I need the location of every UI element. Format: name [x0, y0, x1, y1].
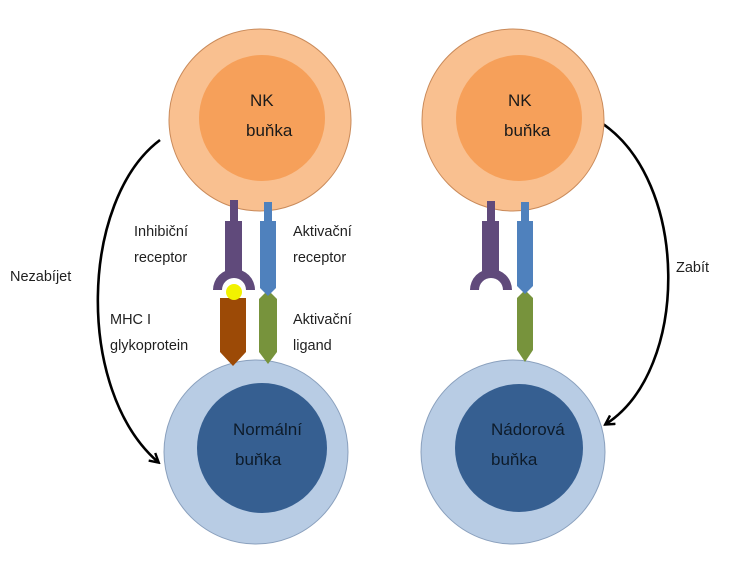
inhib-cup-left — [213, 269, 255, 290]
inhibitory-receptor-label-1: Inhibiční — [134, 224, 188, 240]
inhib-neck-left — [225, 269, 242, 275]
nk-cell-right-nucleus — [456, 55, 582, 181]
bound-ligand-dot — [226, 284, 242, 300]
mhc-shape — [220, 298, 246, 366]
ligand-label-1: Aktivační — [293, 312, 352, 328]
inhib-stalk-left — [230, 200, 238, 222]
inhibitory-receptor-right — [470, 201, 512, 290]
nk-cell-right-label-2: buňka — [504, 121, 551, 140]
activating-ligand-left — [259, 290, 277, 364]
ligand-label-2: ligand — [293, 338, 332, 354]
act-body-left — [260, 221, 276, 296]
no-kill-arrow — [96, 138, 161, 462]
activating-receptor-label-2: receptor — [293, 250, 346, 266]
normal-cell-label-2: buňka — [235, 450, 282, 469]
nk-cell-left-label-1: NK — [250, 91, 274, 110]
inhib-body-left — [225, 221, 242, 271]
inhibitory-receptor-left — [213, 200, 255, 290]
inhibitory-receptor-label-2: receptor — [134, 250, 187, 266]
inhib-cup-right — [470, 269, 512, 290]
nk-cell-left-label-2: buňka — [246, 121, 293, 140]
inhib-stalk-right — [487, 201, 495, 222]
nk-cell-left-nucleus — [199, 55, 325, 181]
mhc-glycoprotein — [220, 298, 246, 366]
act-body-right — [517, 221, 533, 294]
ligand-shape-left — [259, 290, 277, 364]
normal-cell-label-1: Normální — [233, 420, 302, 439]
act-stalk-left — [264, 202, 272, 222]
tumor-cell-nucleus — [455, 384, 583, 512]
act-stalk-right — [521, 202, 529, 222]
inhib-body-right — [482, 221, 499, 273]
tumor-cell-label-2: buňka — [491, 450, 538, 469]
activating-receptor-right — [517, 202, 533, 294]
activating-receptor-label-1: Aktivační — [293, 224, 352, 240]
kill-arrow — [599, 120, 670, 424]
nk-cell-left — [168, 28, 352, 212]
nk-cell-right — [421, 28, 605, 212]
nk-cell-right-label-1: NK — [508, 91, 532, 110]
tumor-cell-label-1: Nádorová — [491, 420, 565, 439]
activating-ligand-right — [517, 290, 533, 362]
kill-label: Zabít — [676, 260, 709, 276]
mhc-label-1: MHC I — [110, 312, 151, 328]
mhc-label-2: glykoprotein — [110, 338, 188, 354]
inhib-neck-right — [482, 271, 499, 277]
ligand-shape-right — [517, 290, 533, 362]
activating-receptor-left — [260, 202, 276, 296]
normal-cell — [163, 359, 349, 545]
no-kill-label: Nezabíjet — [10, 269, 71, 285]
tumor-cell — [420, 359, 606, 545]
normal-cell-nucleus — [197, 383, 327, 513]
